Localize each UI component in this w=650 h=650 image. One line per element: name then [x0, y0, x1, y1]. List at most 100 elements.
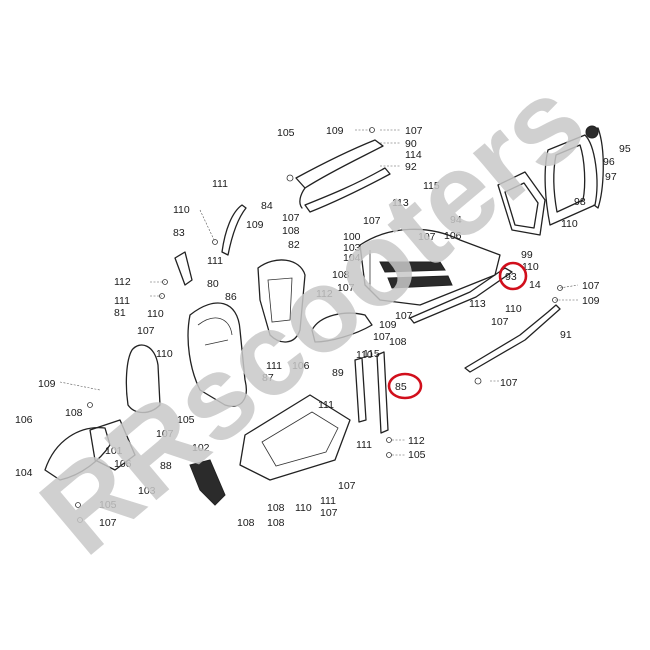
knob-part-96	[585, 125, 599, 139]
callout: 112	[408, 435, 425, 447]
long-rail-part-91	[464, 304, 561, 373]
watermark-text: RRscooters	[17, 53, 609, 580]
vertical-rail-part-85	[376, 351, 389, 434]
callout: 83	[173, 227, 185, 239]
callout: 107	[99, 517, 117, 529]
callout: 107	[405, 125, 423, 137]
callout: 110	[561, 218, 578, 230]
callout: 114	[405, 149, 422, 161]
callout: 106	[444, 230, 462, 242]
callout: 105	[408, 449, 426, 461]
floor-frame-part-89	[239, 394, 351, 481]
callout: 111	[266, 360, 282, 372]
callout: 87	[262, 372, 274, 384]
callout: 108	[237, 517, 255, 529]
bracket-part-83	[174, 251, 193, 286]
seat-trim-part-90	[295, 139, 384, 209]
callout: 101	[105, 445, 123, 457]
callout: 115	[363, 348, 380, 360]
callout: 111	[318, 399, 334, 411]
callout: 95	[619, 143, 631, 155]
callout: 110	[173, 204, 190, 216]
rear-carrier-part-97	[544, 127, 604, 226]
side-rail-part-92	[304, 167, 391, 213]
callout: 107	[137, 325, 155, 337]
callout: 111	[114, 295, 130, 307]
callout-labels: 105 109 107 90 92 114 115 113 107 94 106…	[15, 125, 631, 529]
floor-rail-part-93	[409, 267, 513, 324]
leader-lines	[59, 129, 579, 456]
callout: 110	[356, 349, 373, 361]
callout: 108	[282, 225, 300, 237]
edge-trim-part-84	[221, 204, 247, 256]
callout: 107	[363, 215, 381, 227]
callout: 108	[332, 269, 350, 281]
callout: 98	[574, 196, 586, 208]
callout: 111	[212, 178, 228, 190]
callout: 91	[560, 329, 572, 341]
callout: 109	[379, 319, 397, 331]
callout: 92	[405, 161, 417, 173]
callout: 94	[450, 214, 462, 226]
callout: 111	[356, 439, 372, 451]
callout: 106	[114, 458, 132, 470]
callout: 107	[282, 212, 300, 224]
callout: 115	[423, 180, 440, 192]
callout: 99	[521, 249, 533, 261]
callout: 107	[491, 316, 509, 328]
callout: 100	[343, 231, 361, 243]
screw-set	[75, 127, 563, 523]
mudguard-part-102	[44, 426, 111, 481]
callout: 107	[500, 377, 518, 389]
callout: 81	[114, 307, 126, 319]
floor-panel-part-100	[359, 228, 501, 306]
highlight-93: 93	[498, 261, 528, 291]
callout: 105	[99, 499, 117, 511]
bracket-part-88	[189, 459, 226, 506]
callout: 111	[320, 495, 336, 507]
callout: 104	[343, 252, 361, 264]
callout: 107	[582, 280, 600, 292]
callout: 104	[15, 467, 33, 479]
inner-panel-part-101	[89, 419, 136, 471]
callout-85: 85	[395, 381, 407, 393]
callout: 103	[343, 242, 361, 254]
callout: 103	[138, 485, 156, 497]
callout: 109	[326, 125, 344, 137]
callout: 108	[389, 336, 407, 348]
callout: 80	[207, 278, 219, 290]
callout: 82	[288, 239, 300, 251]
callout: 106	[292, 360, 310, 372]
callout: 105	[277, 127, 295, 139]
callout: 107	[338, 480, 356, 492]
watermark-logo: RRscooters	[17, 53, 609, 580]
callout: 86	[225, 291, 237, 303]
callout: 112	[114, 276, 131, 288]
callout: 89	[332, 367, 344, 379]
callout: 108	[267, 517, 285, 529]
callout: 110	[295, 502, 312, 514]
callout: 105	[177, 414, 195, 426]
callout: 109	[246, 219, 264, 231]
callout: 84	[261, 200, 273, 212]
callout: 113	[392, 197, 409, 209]
callout: 110	[505, 303, 522, 315]
callout: 107	[320, 507, 338, 519]
side-cover-part-80	[187, 302, 247, 407]
callout: 113	[469, 298, 486, 310]
front-cover-part-81	[125, 344, 161, 414]
callout: 110	[147, 308, 164, 320]
callout: 107	[156, 428, 174, 440]
callout: 111	[207, 255, 223, 267]
callout: 107	[337, 282, 355, 294]
callout: 109	[582, 295, 600, 307]
callout: 97	[605, 171, 617, 183]
callout: 107	[395, 310, 413, 322]
callout: 96	[603, 156, 615, 168]
callout: 107	[373, 331, 391, 343]
highlight-85: 85	[387, 372, 423, 400]
callout: 108	[65, 407, 83, 419]
callout-93: 93	[505, 271, 517, 283]
callout: 110	[156, 348, 173, 360]
